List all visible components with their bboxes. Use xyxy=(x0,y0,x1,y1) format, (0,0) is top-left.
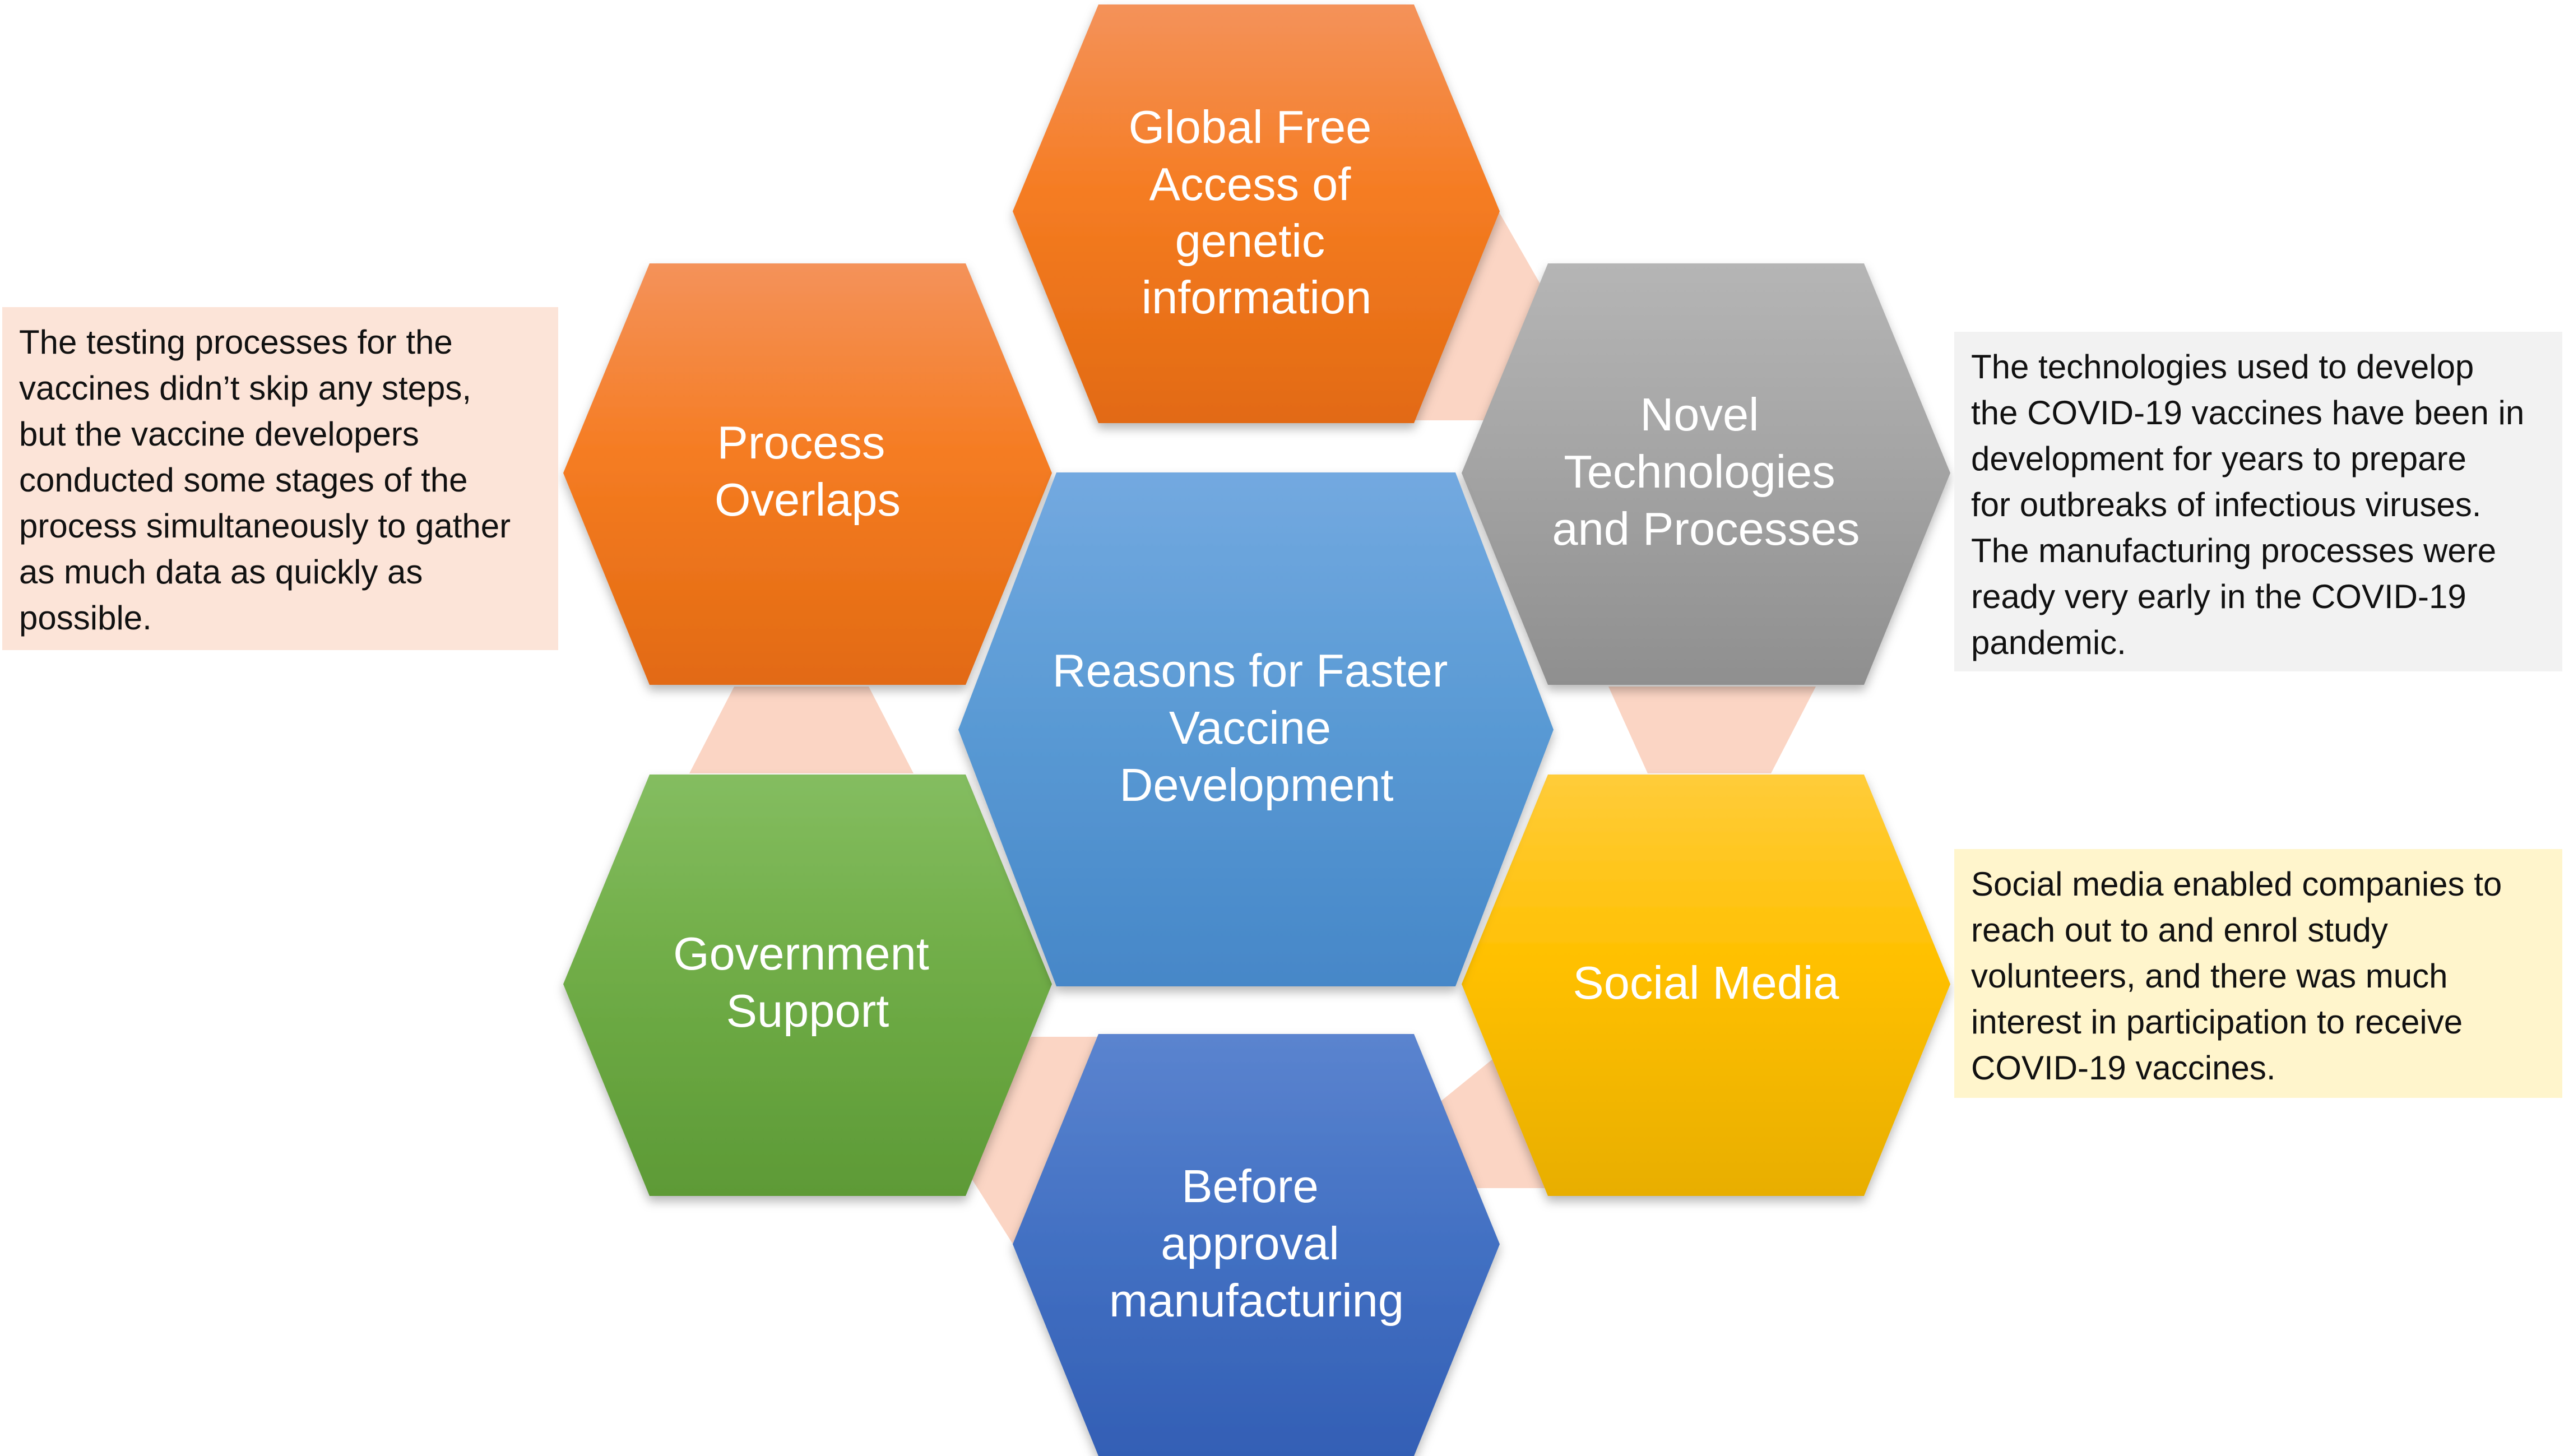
note-novel-technologies: The technologies used to develop the COV… xyxy=(1954,332,2562,671)
hexagon-before-approval-manufacturing: Before approval manufacturing xyxy=(1013,1034,1500,1456)
hex-label-global-free-access: Global Free Access of genetic informatio… xyxy=(1129,101,1385,323)
hexagon-social-media: Social Media xyxy=(1462,775,1950,1196)
hex-label-center-reasons: Reasons for Faster Vaccine Development xyxy=(1053,644,1461,811)
hexagon-center-reasons: Reasons for Faster Vaccine Development xyxy=(958,472,1554,986)
hex-label-novel-technologies: Novel Technologies and Processes xyxy=(1552,388,1860,555)
note-process-overlaps: The testing processes for the vaccines d… xyxy=(2,307,558,650)
note-social-media: Social media enabled companies to reach … xyxy=(1954,849,2562,1098)
hexagon-process-overlaps: Process Overlaps xyxy=(563,263,1052,685)
hexagon-government-support: Government Support xyxy=(563,775,1052,1196)
hex-label-before-approval-manufacturing: Before approval manufacturing xyxy=(1109,1160,1404,1327)
hexagon-novel-technologies: Novel Technologies and Processes xyxy=(1462,263,1950,685)
hexagon-global-free-access: Global Free Access of genetic informatio… xyxy=(1013,4,1500,423)
hex-label-government-support: Government Support xyxy=(673,928,942,1037)
connector-government-to-process xyxy=(689,687,914,773)
hex-label-process-overlaps: Process Overlaps xyxy=(715,416,901,526)
hex-label-social-media: Social Media xyxy=(1573,957,1839,1009)
connector-novel-to-social xyxy=(1608,687,1816,773)
